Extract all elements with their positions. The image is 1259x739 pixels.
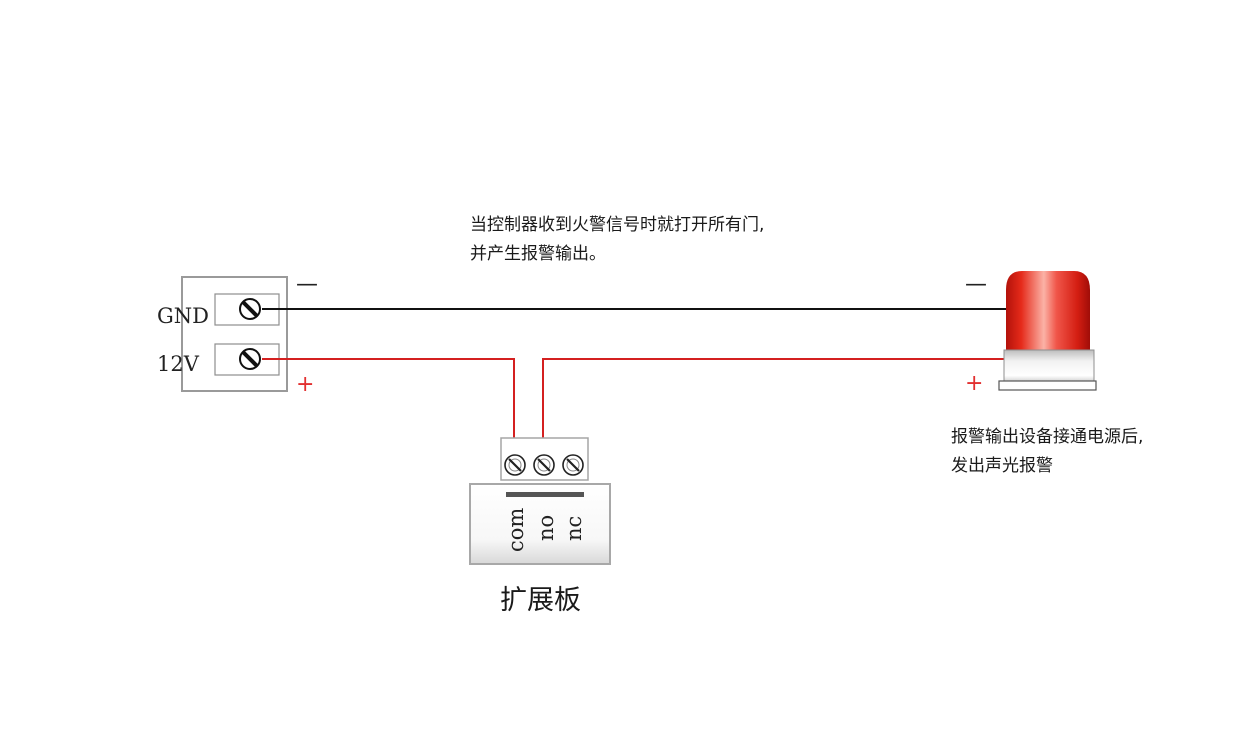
- board-title: 扩展板: [500, 585, 581, 616]
- alarm-minus-sign: —: [965, 272, 987, 297]
- alarm-device: — + 报警输出设备接通电源后, 发出声光报警: [951, 271, 1143, 476]
- screw-icon: [239, 298, 261, 320]
- controller-terminal-block: GND 12V — +: [157, 272, 318, 397]
- board-stripe: [506, 492, 584, 497]
- top-annotation: 当控制器收到火警信号时就打开所有门, 并产生报警输出。: [470, 215, 764, 264]
- pin-com-label: com: [504, 508, 528, 552]
- alarm-plus-sign: +: [965, 371, 983, 396]
- wire-positive-to-com: [262, 358, 515, 458]
- wires: [262, 308, 1010, 458]
- screw-icon: [562, 454, 584, 476]
- board-body: [469, 483, 611, 565]
- expansion-board: com no nc 扩展板: [469, 437, 611, 616]
- pin-no-label: no: [534, 515, 558, 541]
- alarm-caption-line-1: 报警输出设备接通电源后,: [951, 427, 1143, 447]
- alarm-lamp-foot: [998, 380, 1097, 391]
- alarm-lamp-base: [1003, 349, 1095, 383]
- terminal-minus-sign: —: [296, 272, 318, 297]
- screw-icon: [504, 454, 526, 476]
- gnd-label: GND: [157, 304, 209, 328]
- pin-nc-label: nc: [562, 516, 586, 541]
- wire-no-to-alarm: [542, 358, 1005, 458]
- annotation-line-2: 并产生报警输出。: [470, 244, 606, 264]
- screw-icon: [239, 348, 261, 370]
- screw-icon: [533, 454, 555, 476]
- terminal-plus-sign: +: [296, 372, 314, 397]
- 12v-label: 12V: [157, 352, 200, 376]
- alarm-lamp-dome: [1006, 271, 1090, 352]
- annotation-line-1: 当控制器收到火警信号时就打开所有门,: [470, 215, 764, 235]
- alarm-caption-line-2: 发出声光报警: [951, 456, 1053, 476]
